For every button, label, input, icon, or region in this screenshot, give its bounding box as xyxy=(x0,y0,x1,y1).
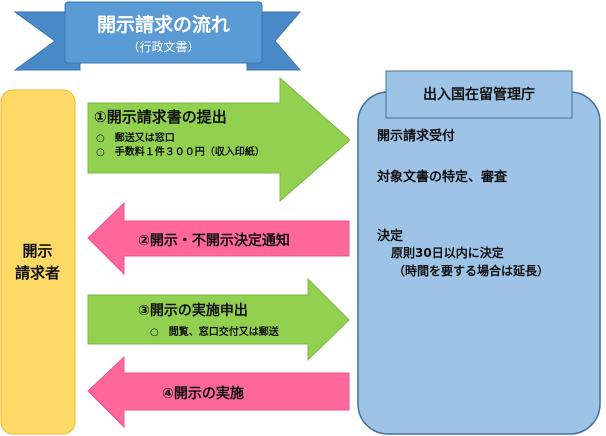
requester-label: 開示請求者 xyxy=(0,240,75,284)
agency-step: 対象文書の特定、審査 xyxy=(377,170,508,185)
arrow-4-title: ④開示の実施 xyxy=(162,386,244,402)
banner-subtitle: （行政文書） xyxy=(127,40,200,54)
agency-header xyxy=(385,70,573,119)
arrow-3 xyxy=(87,277,350,362)
agency-step: 開示請求受付 xyxy=(377,129,456,144)
agency-name: 出入国在留管理庁 xyxy=(423,87,535,103)
requester-line1: 開示 xyxy=(22,242,53,260)
arrow-2 xyxy=(87,201,350,276)
arrow-1 xyxy=(87,76,351,203)
arrow-4 xyxy=(87,355,350,429)
banner-body xyxy=(64,1,263,64)
arrow-3-item: ○ 閲覧、窓口交付又は郵送 xyxy=(150,327,279,338)
arrow-3-title: ③開示の実施申出 xyxy=(138,303,248,319)
arrow-1-item: ○ 郵送又は窓口 xyxy=(96,133,175,144)
arrow-1-title: ①開示請求書の提出 xyxy=(94,108,227,126)
arrow-2-title: ②開示・不開示決定通知 xyxy=(138,233,290,249)
requester-box xyxy=(0,89,76,435)
arrow-1-item: ○ 手数料１件３００円（収入印紙） xyxy=(96,147,265,158)
banner-title: 開示請求の流れ xyxy=(96,14,230,36)
decision-note: （時間を要する場合は延長） xyxy=(393,264,550,278)
agency-step: 決定 xyxy=(377,229,404,244)
requester-line2: 請求者 xyxy=(14,264,60,282)
decision-note: 原則30日以内に決定 xyxy=(391,246,504,260)
